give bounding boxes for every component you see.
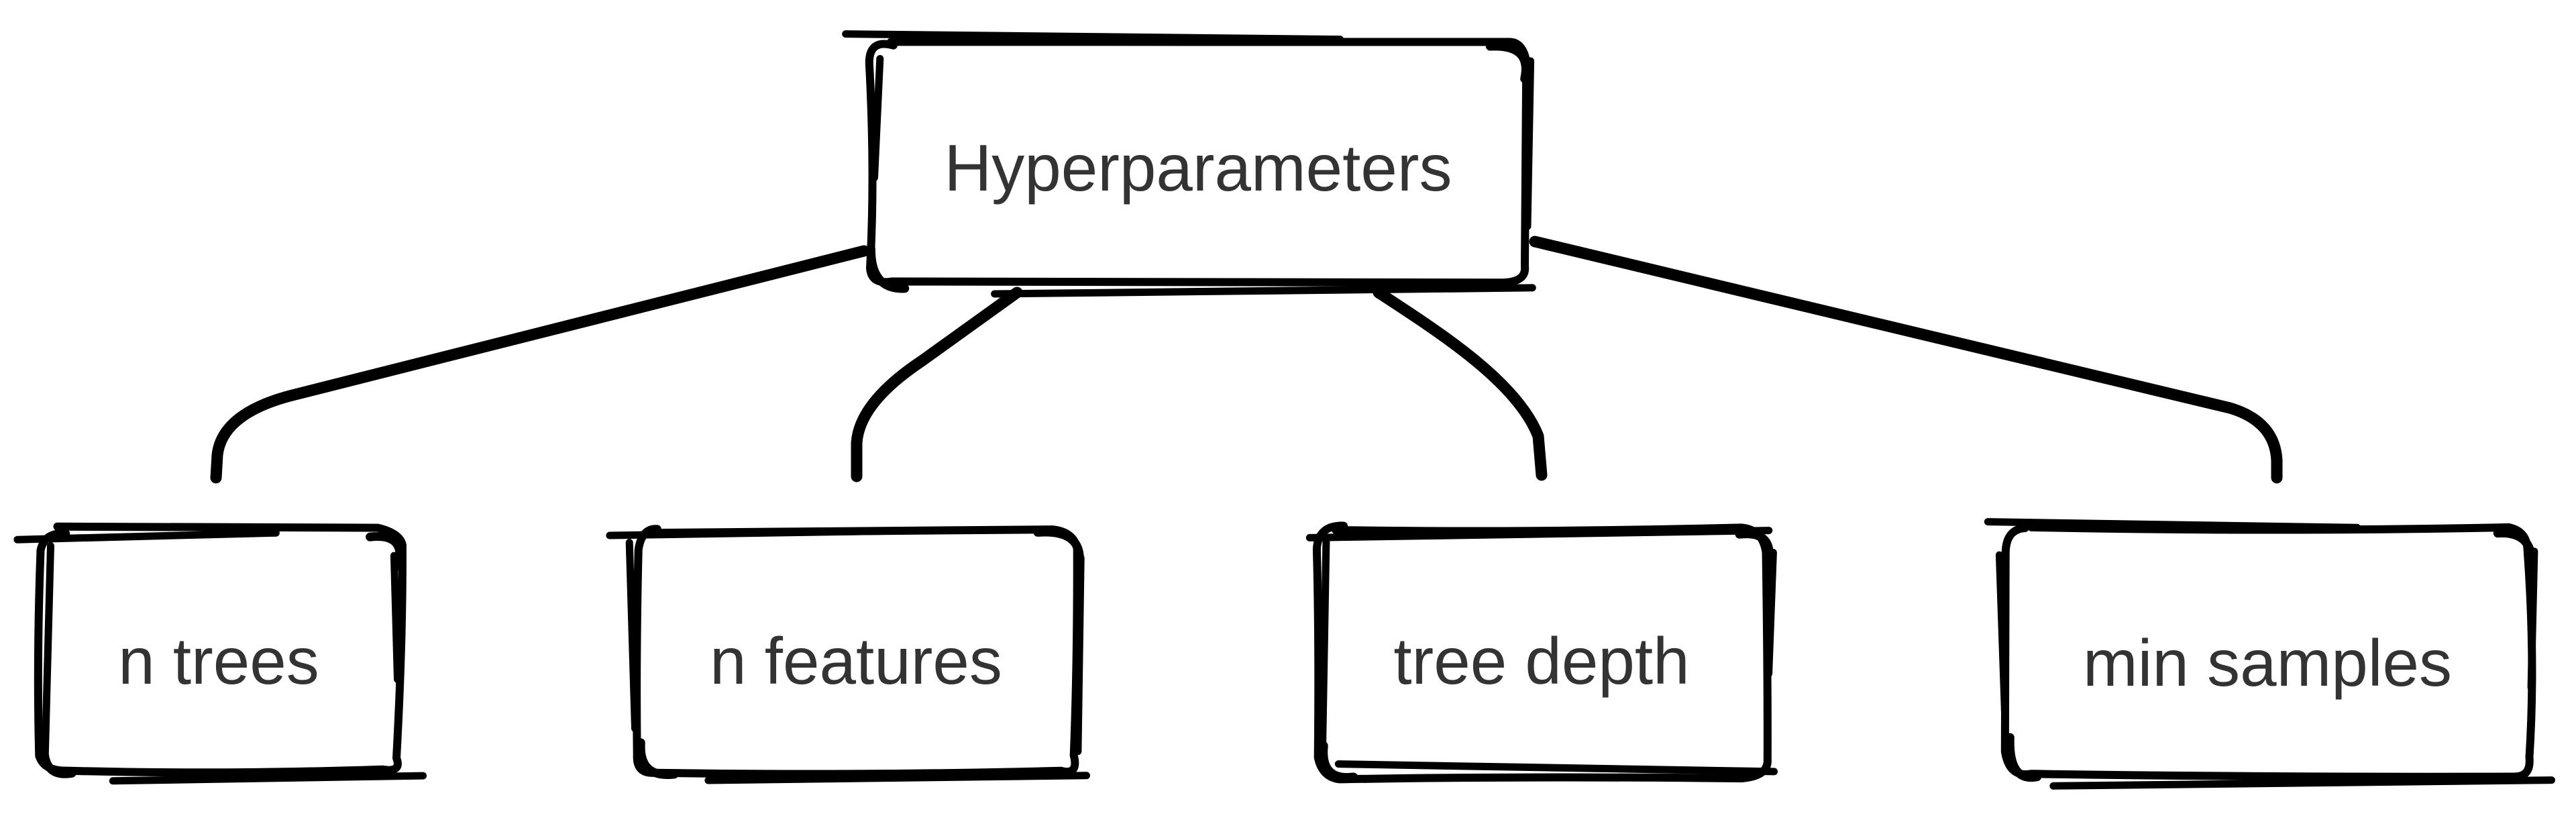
sketch-overdraw-right xyxy=(1765,549,1777,678)
sketch-overdraw-left xyxy=(1995,551,2008,717)
node-min-samples: min samples xyxy=(1984,518,2555,790)
sketch-outline xyxy=(34,522,407,777)
arrow-shaft xyxy=(210,245,870,484)
sketch-corner-hook xyxy=(1735,529,1774,564)
sketch-corner-hook xyxy=(2493,529,2536,576)
node-hyperparameters: Hyperparameters xyxy=(842,30,1536,298)
arrow-shaft xyxy=(1373,287,1548,481)
node-n-features-label: n features xyxy=(710,624,1002,698)
sketch-overdraw-bottom xyxy=(704,772,1090,784)
node-n-trees-label: n trees xyxy=(118,624,319,698)
sketch-overdraw-left xyxy=(41,542,54,756)
sketch-overdraw-top xyxy=(1305,527,1773,541)
node-min-samples-label: min samples xyxy=(2083,626,2452,700)
node-min-samples-border xyxy=(1984,518,2555,790)
sketch-overdraw-left xyxy=(1319,534,1330,749)
node-tree-depth-border xyxy=(1305,521,1778,784)
sketch-corner-hook xyxy=(40,737,76,778)
arrow-shaft xyxy=(851,287,1023,482)
sketch-corner-hook xyxy=(1033,527,1084,568)
sketch-overdraw-bottom xyxy=(109,772,427,785)
edge-hyperparameters-n-features xyxy=(851,287,1023,482)
node-n-features-border xyxy=(606,525,1090,784)
sketch-corner-hook xyxy=(366,532,405,571)
sketch-overdraw-right xyxy=(1074,554,1085,756)
sketch-corner-hook xyxy=(1485,42,1530,83)
node-n-trees: n trees xyxy=(13,522,427,785)
sketch-overdraw-top xyxy=(842,30,1344,44)
sketch-overdraw-right xyxy=(1523,57,1535,230)
edge-hyperparameters-n-trees xyxy=(210,245,870,484)
sketch-overdraw-right xyxy=(390,552,401,683)
sketch-overdraw-top xyxy=(606,527,910,539)
sketch-corner-hook xyxy=(636,738,679,780)
sketch-overdraw-bottom xyxy=(991,284,1536,298)
node-hyperparameters-label: Hyperparameters xyxy=(944,131,1452,205)
sketch-overdraw-bottom xyxy=(2049,776,2555,790)
sketch-corner-hook xyxy=(1319,741,1358,782)
arrow-shaft xyxy=(1529,236,2283,484)
node-tree-depth-label: tree depth xyxy=(1393,624,1689,698)
node-n-trees-border xyxy=(13,522,427,785)
node-tree-depth: tree depth xyxy=(1305,521,1778,784)
sketch-corner-hook xyxy=(866,244,910,293)
sketch-overdraw-left xyxy=(871,55,884,182)
sketch-overdraw-top xyxy=(13,529,280,544)
node-hyperparameters-border xyxy=(842,30,1536,298)
sketch-outline xyxy=(865,38,1531,287)
sketch-overdraw-top xyxy=(1984,518,2361,531)
node-n-features: n features xyxy=(606,525,1090,784)
edge-hyperparameters-min-samples xyxy=(1529,236,2283,484)
sketch-corner-hook xyxy=(2005,733,2042,782)
sketch-overdraw-bottom xyxy=(1334,760,1778,776)
sketch-overdraw-left xyxy=(625,539,639,733)
edge-hyperparameters-tree-depth xyxy=(1373,287,1548,481)
